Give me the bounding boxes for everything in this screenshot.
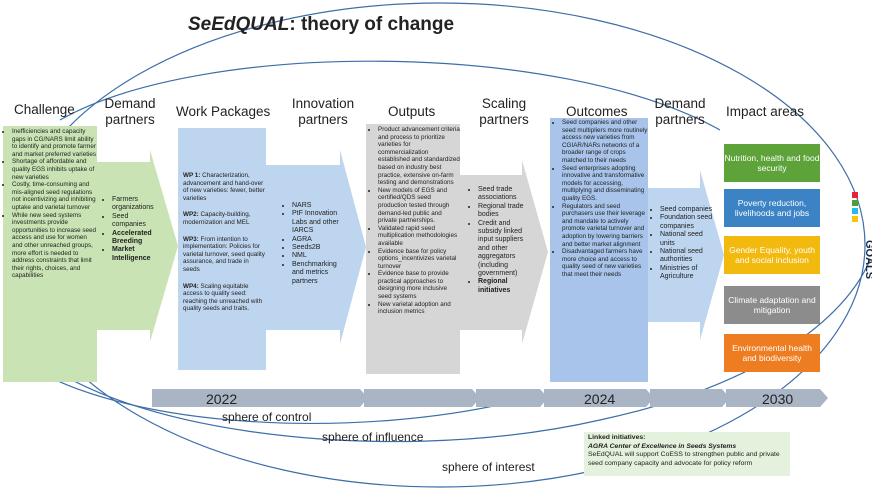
challenge-item: Shortage of affordable and quality EGS i… — [12, 158, 96, 181]
timeline-seg-5 — [650, 389, 730, 407]
scaling-item: Regional initiatives — [478, 278, 532, 295]
sphere-inner-curve — [59, 60, 721, 131]
innovation-partners-list: NARS PtF Innovation Labs and other IARCS… — [284, 202, 346, 286]
linked-heading: Linked initiatives: — [588, 434, 646, 441]
header-scaling-partners: Scaling partners — [479, 96, 529, 127]
innovation-arrow — [266, 150, 366, 344]
output-item: Product advancement criteria and process… — [378, 126, 460, 187]
wp-1: WP 1: Characterization, advancement and … — [183, 172, 265, 202]
work-packages-box — [178, 128, 266, 370]
linked-initiatives-box: Linked initiatives: AGRA Center of Excel… — [584, 432, 790, 476]
timeline-seg-2 — [364, 389, 480, 407]
sphere-of-influence-curve — [9, 259, 871, 443]
sphere-control-label: sphere of control — [222, 410, 312, 424]
header-outcomes: Outcomes — [566, 104, 628, 119]
timeline-seg-4 — [544, 389, 654, 407]
output-item: Evidence base to provide practical appro… — [378, 270, 460, 300]
scaling-item: Credit and subsidy linked input supplier… — [478, 220, 532, 279]
impact-nutrition: Nutrition, health and food security — [724, 144, 820, 182]
demand2-item: Seed companies — [660, 206, 714, 214]
innovation-item: NARS — [292, 202, 346, 210]
challenge-item: Inefficiencies and capacity gaps in CG/N… — [12, 128, 96, 158]
sphere-influence-label: sphere of influence — [322, 430, 424, 444]
demand-arrow-2 — [648, 170, 724, 340]
challenge-item: Costly, time-consuming and mis-aligned s… — [12, 181, 96, 211]
year-2024: 2024 — [584, 391, 616, 407]
year-2022: 2022 — [206, 391, 238, 407]
demand1-item: Market Intelligence — [112, 246, 160, 263]
scaling-item: Regional trade bodies — [478, 203, 532, 220]
demand-partners-2-list: Seed companies Foundation seed companies… — [652, 206, 714, 282]
wp-2: WP2: Capacity-building, modernization an… — [183, 211, 251, 226]
title-rest: : theory of change — [289, 14, 455, 35]
header-impact-areas: Impact areas — [726, 104, 805, 119]
timeline-seg-1 — [152, 389, 368, 407]
sdg-logo-text: GOALS — [863, 240, 872, 279]
wp-3: WP3: From intention to implementation: P… — [183, 235, 265, 273]
impact-poverty: Poverty reduction, livelihoods and jobs — [724, 189, 820, 227]
outcome-item: Regulators and seed purchasers use their… — [562, 203, 648, 249]
demand2-item: Ministries of Agriculture — [660, 265, 714, 282]
header-outputs: Outputs — [388, 104, 436, 119]
impact-gender: Gender Equality, youth and social inclus… — [724, 236, 820, 274]
scaling-arrow — [460, 160, 548, 344]
output-item: Evidence base for policy options_incenti… — [378, 248, 460, 271]
innovation-item: Benchmarking and metrics partners — [292, 261, 346, 286]
innovation-item: AGRA — [292, 236, 346, 244]
outcomes-box — [550, 118, 648, 382]
demand1-item: Farmers organizations — [112, 196, 160, 213]
scaling-item: Seed trade associations — [478, 186, 532, 203]
demand1-item: Accelerated Breeding — [112, 230, 160, 247]
outputs-box — [366, 124, 460, 374]
innovation-item: PtF Innovation Labs and other IARCS — [292, 210, 346, 235]
outputs-text: Product advancement criteria and process… — [370, 126, 460, 316]
output-item: New varietal adoption and inclusion metr… — [378, 301, 460, 316]
timeline-seg-6 — [726, 389, 828, 407]
header-challenge: Challenge — [14, 102, 75, 117]
timeline-seg-3 — [476, 389, 548, 407]
year-2030: 2030 — [762, 391, 794, 407]
title-italic: SeEdQUAL — [188, 14, 290, 35]
demand-arrow-1 — [97, 150, 178, 342]
outcome-item: Seed companies and other seed multiplier… — [562, 119, 648, 165]
header-demand-partners-2: Demand partners — [654, 96, 706, 127]
header-work-packages: Work Packages — [176, 104, 271, 119]
sphere-of-control-curve — [19, 359, 521, 424]
challenge-box — [3, 126, 97, 382]
demand-partners-1-list: Farmers organizations Seed companies Acc… — [104, 196, 160, 263]
output-item: Validated rapid seed multiplication meth… — [378, 225, 460, 248]
impact-climate: Climate adaptation and mitigation — [724, 286, 820, 324]
header-demand-partners-1: Demand partners — [104, 96, 156, 127]
challenge-item: While new seed systems investments provi… — [12, 212, 96, 280]
linked-text: SeEdQUAL will support CoESS to strengthe… — [588, 451, 780, 467]
wp-4: WP4: Scaling equitable access to quality… — [183, 282, 263, 313]
sdg-goals-logo: GOALS — [852, 192, 872, 279]
linked-name: AGRA Center of Excellence in Seeds Syste… — [588, 442, 737, 450]
page-title: SeEdQUAL: theory of change — [188, 14, 454, 36]
innovation-item: NML — [292, 252, 346, 260]
outcome-item: Disadvantaged farmers have more choice a… — [562, 248, 648, 278]
demand2-item: Foundation seed companies — [660, 214, 714, 231]
demand2-item: National seed units — [660, 231, 714, 248]
work-packages-text: WP 1: Characterization, advancement and … — [183, 172, 265, 322]
scaling-partners-list: Seed trade associations Regional trade b… — [470, 186, 532, 295]
header-innovation-partners: Innovation partners — [291, 96, 355, 127]
outcome-item: Seed enterprises adopting innovative and… — [562, 165, 648, 203]
demand2-item: National seed authorities — [660, 248, 714, 265]
output-item: New models of EGS and certified/QDS seed… — [378, 187, 460, 225]
challenge-text: Inefficiencies and capacity gaps in CG/N… — [4, 128, 96, 280]
innovation-item: Seeds2B — [292, 244, 346, 252]
outcomes-text: Seed companies and other seed multiplier… — [554, 119, 648, 278]
sphere-interest-label: sphere of interest — [442, 460, 535, 474]
demand1-item: Seed companies — [112, 213, 160, 230]
impact-environment: Environmental health and biodiversity — [724, 334, 820, 372]
